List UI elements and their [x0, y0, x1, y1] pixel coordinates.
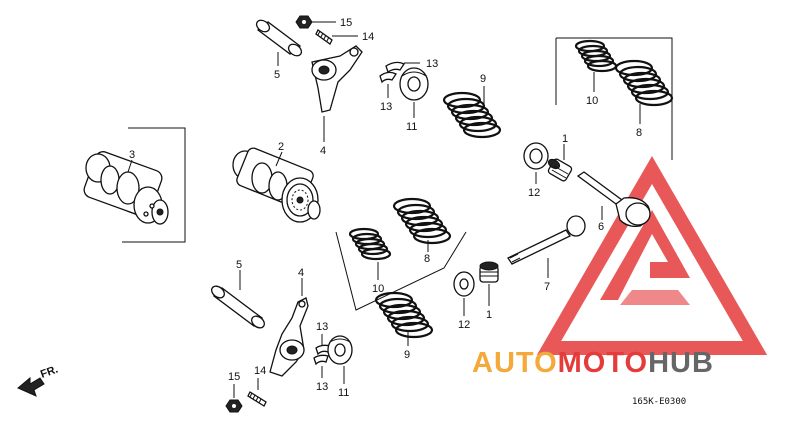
nut-15-top — [295, 15, 313, 29]
washer-12-middle — [453, 271, 475, 297]
rocker-arm-4-bottom — [269, 297, 309, 377]
valve-spring-inner-10-top — [574, 39, 618, 73]
diagram-code: 165K-E0300 — [632, 397, 686, 407]
callout-13-top-left: 13 — [380, 101, 392, 113]
rocker-shaft-5-bottom — [211, 285, 265, 329]
callout-11-bottom: 11 — [338, 387, 349, 399]
callout-10-top: 10 — [586, 95, 598, 107]
washer-12-right — [523, 142, 549, 170]
rocker-arm-4-top — [311, 45, 363, 113]
bracket-camshaft-3 — [122, 127, 186, 243]
adjuster-screw-14-bottom — [247, 391, 267, 407]
callout-4-top: 4 — [320, 145, 326, 157]
watermark-text: AUTOMOTOHUB — [472, 347, 714, 379]
callout-7: 7 — [544, 281, 550, 293]
callout-9-middle: 9 — [404, 349, 410, 361]
callout-11-top: 11 — [406, 121, 417, 133]
callout-4-bottom: 4 — [298, 267, 304, 279]
callout-12-middle: 12 — [458, 319, 470, 331]
valve-spring-outer-9-middle — [374, 291, 434, 339]
callout-13-bottom-lower: 13 — [316, 381, 328, 393]
valve-spring-outer-8-middle — [392, 197, 452, 245]
stem-seal-1-middle — [479, 261, 499, 283]
callout-15-bottom: 15 — [228, 371, 240, 383]
valve-7 — [507, 215, 586, 265]
callout-3: 3 — [129, 149, 135, 161]
callout-5-bottom: 5 — [236, 259, 242, 271]
adjuster-screw-14-top — [315, 29, 333, 45]
rocker-shaft-5-top — [255, 19, 303, 57]
bracket-inner-springs-top — [556, 37, 673, 160]
bracket-springs-middle — [335, 231, 467, 311]
valve-spring-outer-8-top — [614, 59, 674, 107]
retainer-11-top — [399, 67, 429, 101]
cotter-13-top — [379, 61, 405, 84]
valve-spring-outer-9-top — [442, 91, 502, 139]
callout-14-top: 14 — [362, 31, 374, 43]
watermark-logo — [536, 156, 768, 355]
stem-seal-1-right — [547, 158, 573, 182]
front-marker-label: FR. — [39, 363, 60, 380]
valve-6 — [576, 171, 651, 228]
callout-13-bottom-upper: 13 — [316, 321, 328, 333]
callout-8-middle: 8 — [424, 253, 430, 265]
callout-8-top: 8 — [636, 127, 642, 139]
callout-1-right: 1 — [562, 133, 568, 145]
callout-9-top: 9 — [480, 73, 486, 85]
callout-14-bottom: 14 — [254, 365, 266, 377]
callout-6: 6 — [598, 221, 604, 233]
valve-spring-inner-10-middle — [348, 227, 392, 261]
retainer-11-bottom — [327, 335, 353, 365]
front-direction-arrow-icon — [17, 376, 45, 397]
callout-10-middle: 10 — [372, 283, 384, 295]
nut-15-bottom — [225, 399, 243, 413]
callout-12-right: 12 — [528, 187, 540, 199]
callout-13-top-right: 13 — [426, 58, 438, 70]
callout-2: 2 — [278, 141, 284, 153]
camshaft-2 — [232, 147, 321, 223]
camshaft-3 — [83, 151, 169, 225]
callout-5-top: 5 — [274, 69, 280, 81]
callout-1-middle: 1 — [486, 309, 492, 321]
callout-15-top: 15 — [340, 17, 352, 29]
